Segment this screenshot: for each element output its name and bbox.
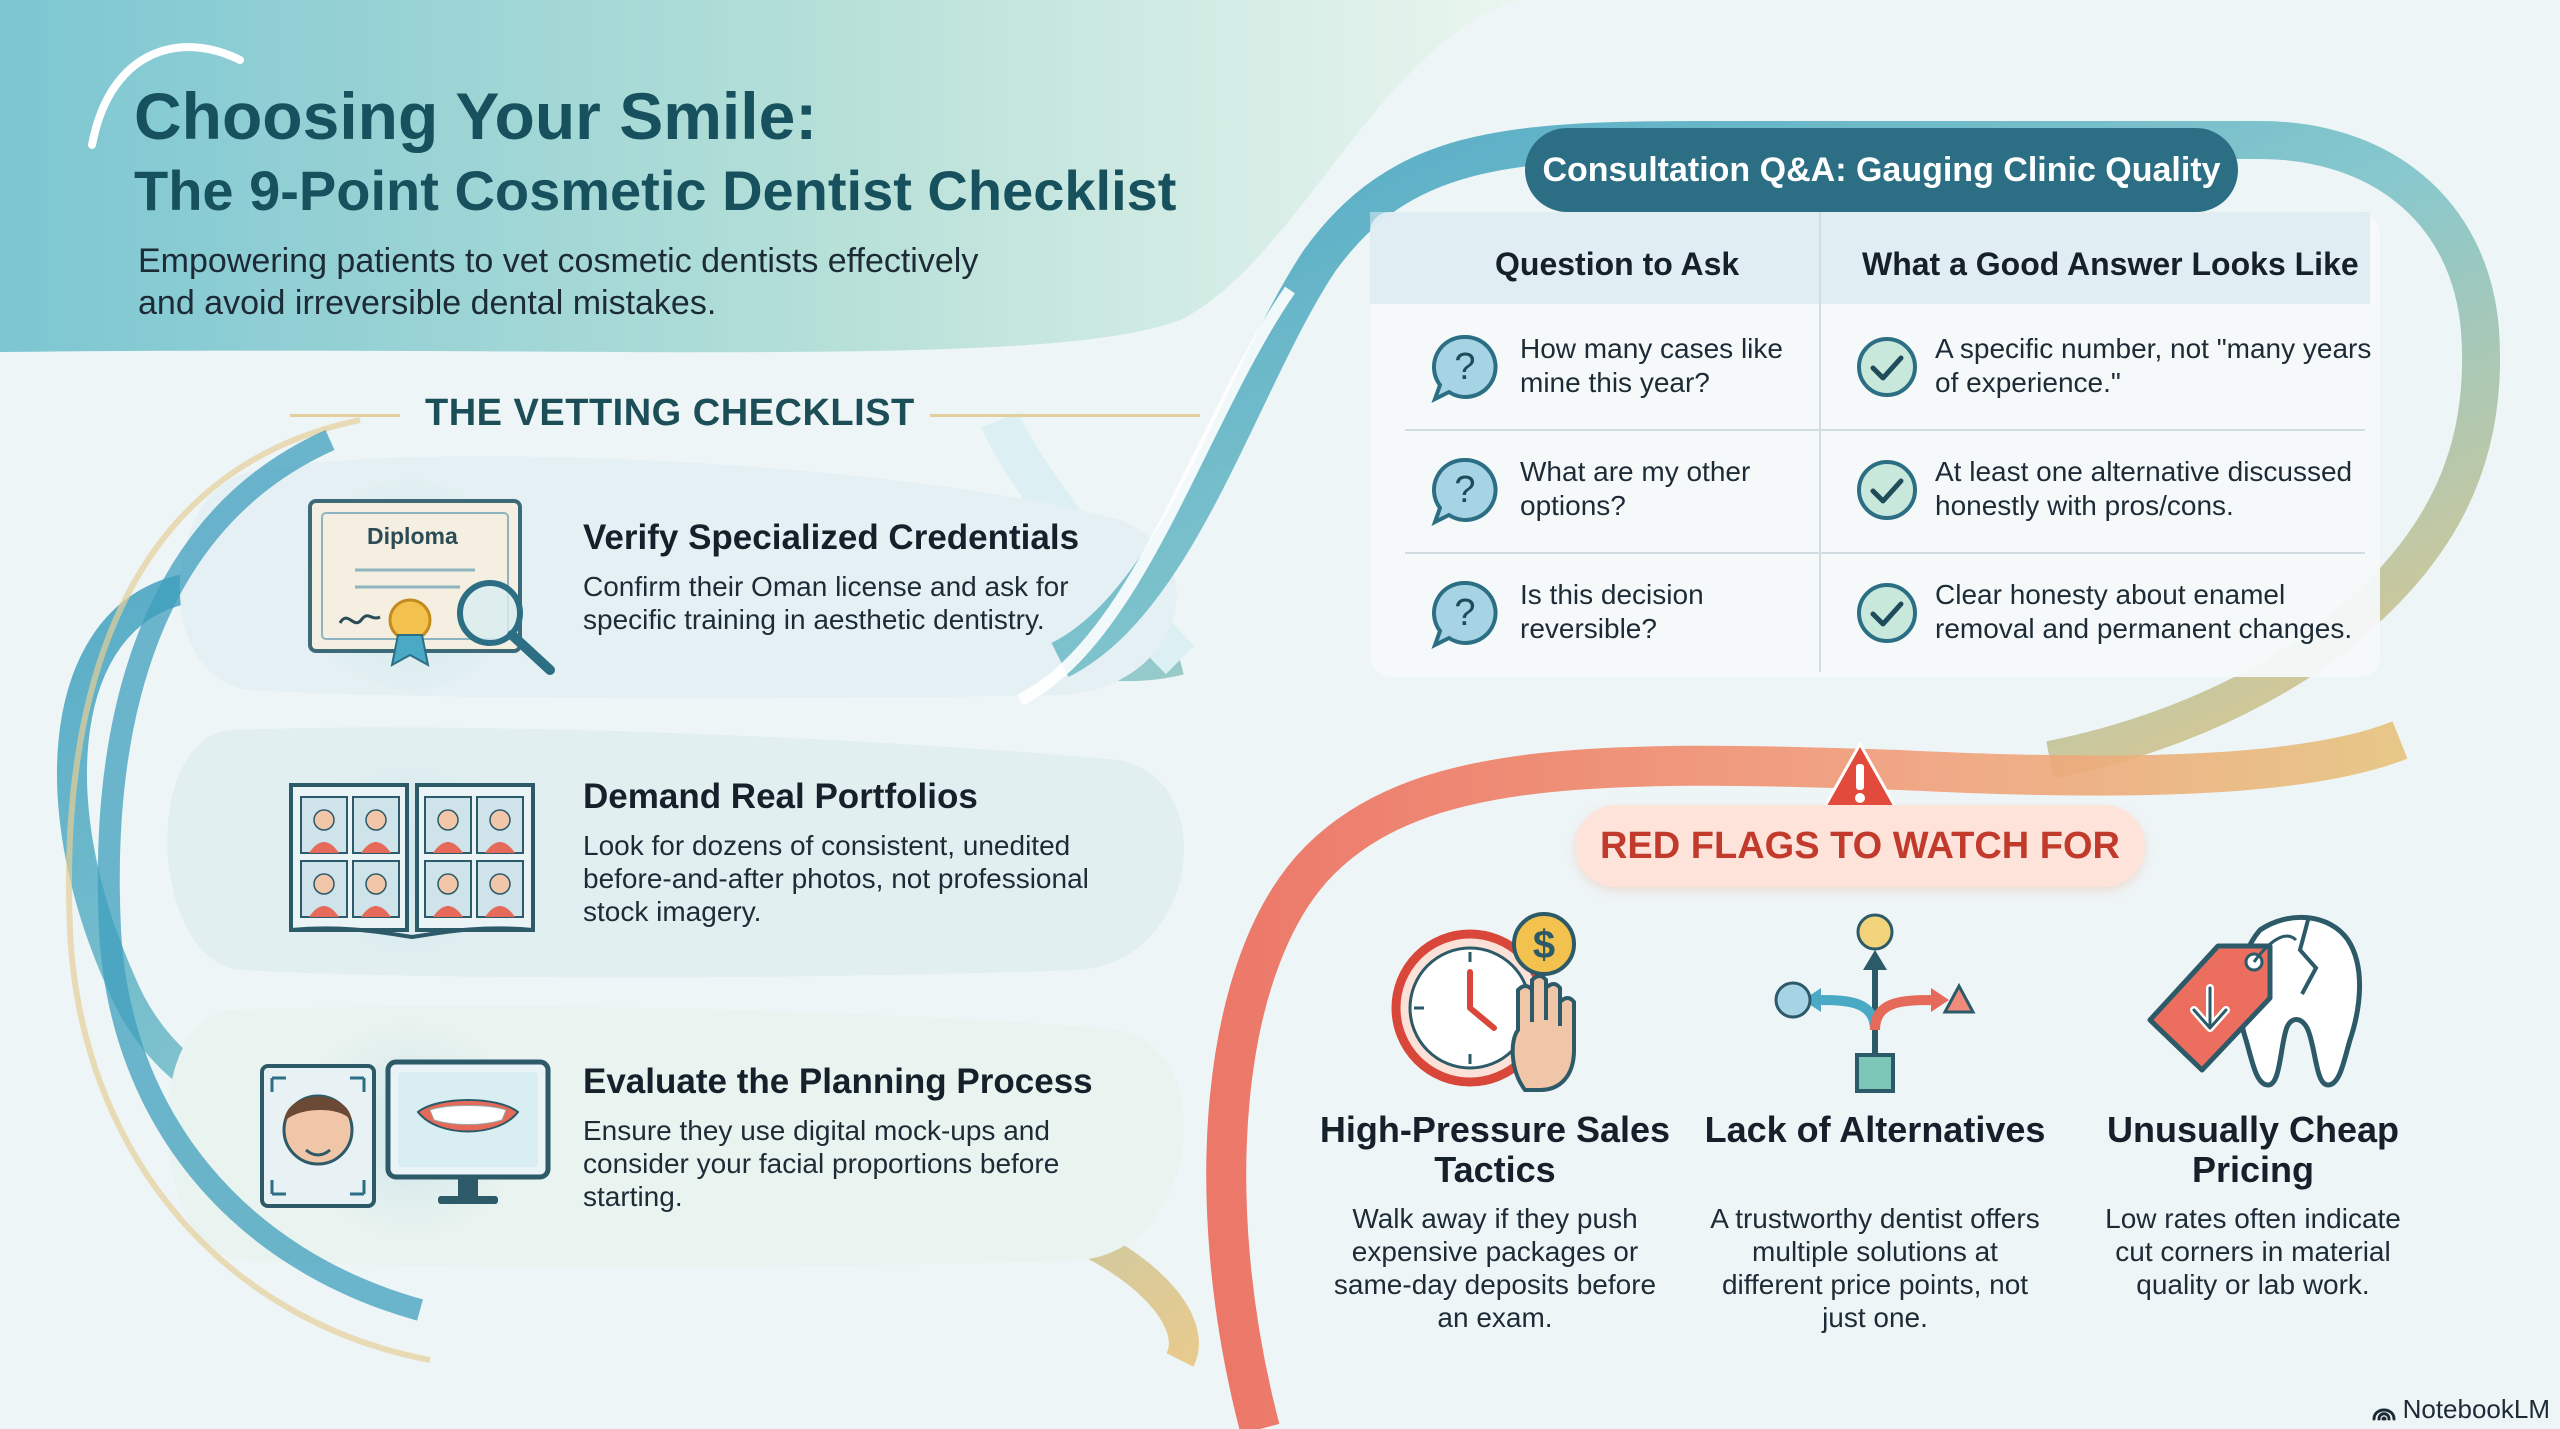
checklist-heading-rule-right — [930, 414, 1200, 417]
red-flag-desc: A trustworthy dentist offers multiple so… — [1710, 1203, 2040, 1333]
red-flag-title: Unusually Cheap Pricing — [2106, 1109, 2400, 1190]
diploma-magnifier-icon — [308, 499, 555, 675]
checkmark-icon — [1857, 460, 1917, 520]
checklist-heading-rule-left — [290, 414, 400, 417]
page-title-line2: The 9-Point Cosmetic Dentist Checklist — [134, 159, 1177, 222]
red-flag-title: High-Pressure Sales Tactics — [1319, 1109, 1671, 1190]
price-tag-cracked-tooth-icon — [2147, 914, 2363, 1088]
checklist-item-title: Demand Real Portfolios — [583, 777, 978, 816]
svg-text:$: $ — [1533, 923, 1555, 967]
checklist-item-desc: Ensure they use digital mock-ups and con… — [583, 1115, 1060, 1212]
face-scan-monitor-icon — [260, 1059, 551, 1208]
row-divider — [1405, 429, 2365, 431]
svg-text:?: ? — [1454, 469, 1475, 511]
warning-icon — [1822, 742, 1898, 810]
checklist-item-title: Verify Specialized Credentials — [583, 518, 1080, 557]
checklist-item-title: Evaluate the Planning Process — [583, 1062, 1093, 1101]
red-flags-heading: RED FLAGS TO WATCH FOR — [1575, 805, 2145, 887]
branching-arrows-icon — [1774, 913, 1976, 1093]
red-flag-desc: Walk away if they push expensive package… — [1333, 1203, 1657, 1333]
table-row: ? What are my other options? At least on… — [1405, 430, 2365, 552]
question-text: How many cases like mine this year? — [1520, 333, 1783, 398]
question-bubble-icon: ? — [1431, 457, 1498, 526]
answer-text: At least one alternative discussed hones… — [1935, 456, 2353, 521]
photo-album-icon — [289, 783, 535, 940]
question-text: What are my other options? — [1520, 456, 1751, 521]
question-bubble-icon: ? — [1431, 334, 1498, 403]
notebooklm-logo-icon — [2372, 1408, 2396, 1420]
svg-text:?: ? — [1454, 592, 1475, 634]
page-subtitle: Empowering patients to vet cosmetic dent… — [138, 242, 979, 322]
checklist-item-desc: Look for dozens of consistent, unedited … — [583, 830, 1089, 927]
svg-text:?: ? — [1454, 346, 1475, 388]
row-divider — [1405, 552, 2365, 554]
checklist-item-desc: Confirm their Oman license and ask for s… — [583, 571, 1069, 635]
question-bubble-icon: ? — [1431, 580, 1498, 649]
table-row: ? How many cases like mine this year? A … — [1405, 307, 2371, 429]
col-header-question: Question to Ask — [1495, 246, 1740, 282]
consultation-heading: Consultation Q&A: Gauging Clinic Quality — [1525, 128, 2238, 212]
brand-label: NotebookLM — [2402, 1394, 2550, 1424]
checkmark-icon — [1857, 583, 1917, 643]
red-flag-desc: Low rates often indicate cut corners in … — [2105, 1203, 2401, 1300]
notebooklm-brand: NotebookLM — [2371, 1394, 2550, 1425]
checkmark-icon — [1857, 337, 1917, 397]
table-row: ? Is this decision reversible? Clear hon… — [1405, 553, 2365, 675]
answer-text: A specific number, not "many years of ex… — [1935, 333, 2372, 398]
answer-text: Clear honesty about enamel removal and p… — [1935, 579, 2353, 644]
column-divider — [1819, 212, 1821, 672]
question-text: Is this decision reversible? — [1520, 579, 1704, 644]
red-flag-title: Lack of Alternatives — [1704, 1109, 2046, 1150]
page-title: Choosing Your Smile: — [134, 79, 818, 153]
checklist-heading: THE VETTING CHECKLIST — [425, 392, 915, 434]
diploma-label: Diploma — [367, 523, 458, 549]
col-header-answer: What a Good Answer Looks Like — [1862, 246, 2359, 282]
clock-money-hand-icon: $ — [1391, 912, 1576, 1092]
qa-header-row — [1370, 212, 2370, 304]
